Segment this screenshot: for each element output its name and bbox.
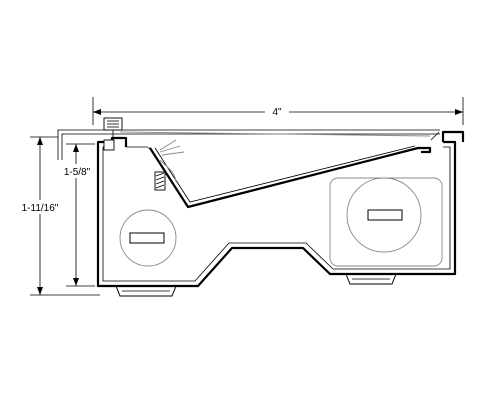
overall-height-dimension: 1-11/16" xyxy=(18,136,100,296)
mounting-screw xyxy=(103,117,123,151)
channel-body xyxy=(96,130,465,288)
width-dimension: 4" xyxy=(92,97,464,125)
top-flange xyxy=(57,129,440,160)
overall-height-label: 1-11/16" xyxy=(22,203,59,214)
inner-height-dimension: 1-5/8" xyxy=(60,143,95,287)
arrowhead-up-icon xyxy=(37,137,43,145)
left-roller xyxy=(119,209,177,267)
bottom-wheel-right xyxy=(345,273,397,285)
bottom-wheel-left xyxy=(115,285,177,297)
sloped-lever xyxy=(148,145,432,209)
width-label: 4" xyxy=(272,107,282,118)
arrowhead-up-icon xyxy=(73,144,79,152)
inner-height-label: 1-5/8" xyxy=(64,167,91,178)
adjustment-spring xyxy=(154,139,185,191)
right-roller xyxy=(329,177,443,267)
arrowhead-left-icon xyxy=(93,109,101,115)
arrowhead-right-icon xyxy=(455,109,463,115)
arrowhead-down-icon xyxy=(73,278,79,286)
arrowhead-down-icon xyxy=(37,287,43,295)
